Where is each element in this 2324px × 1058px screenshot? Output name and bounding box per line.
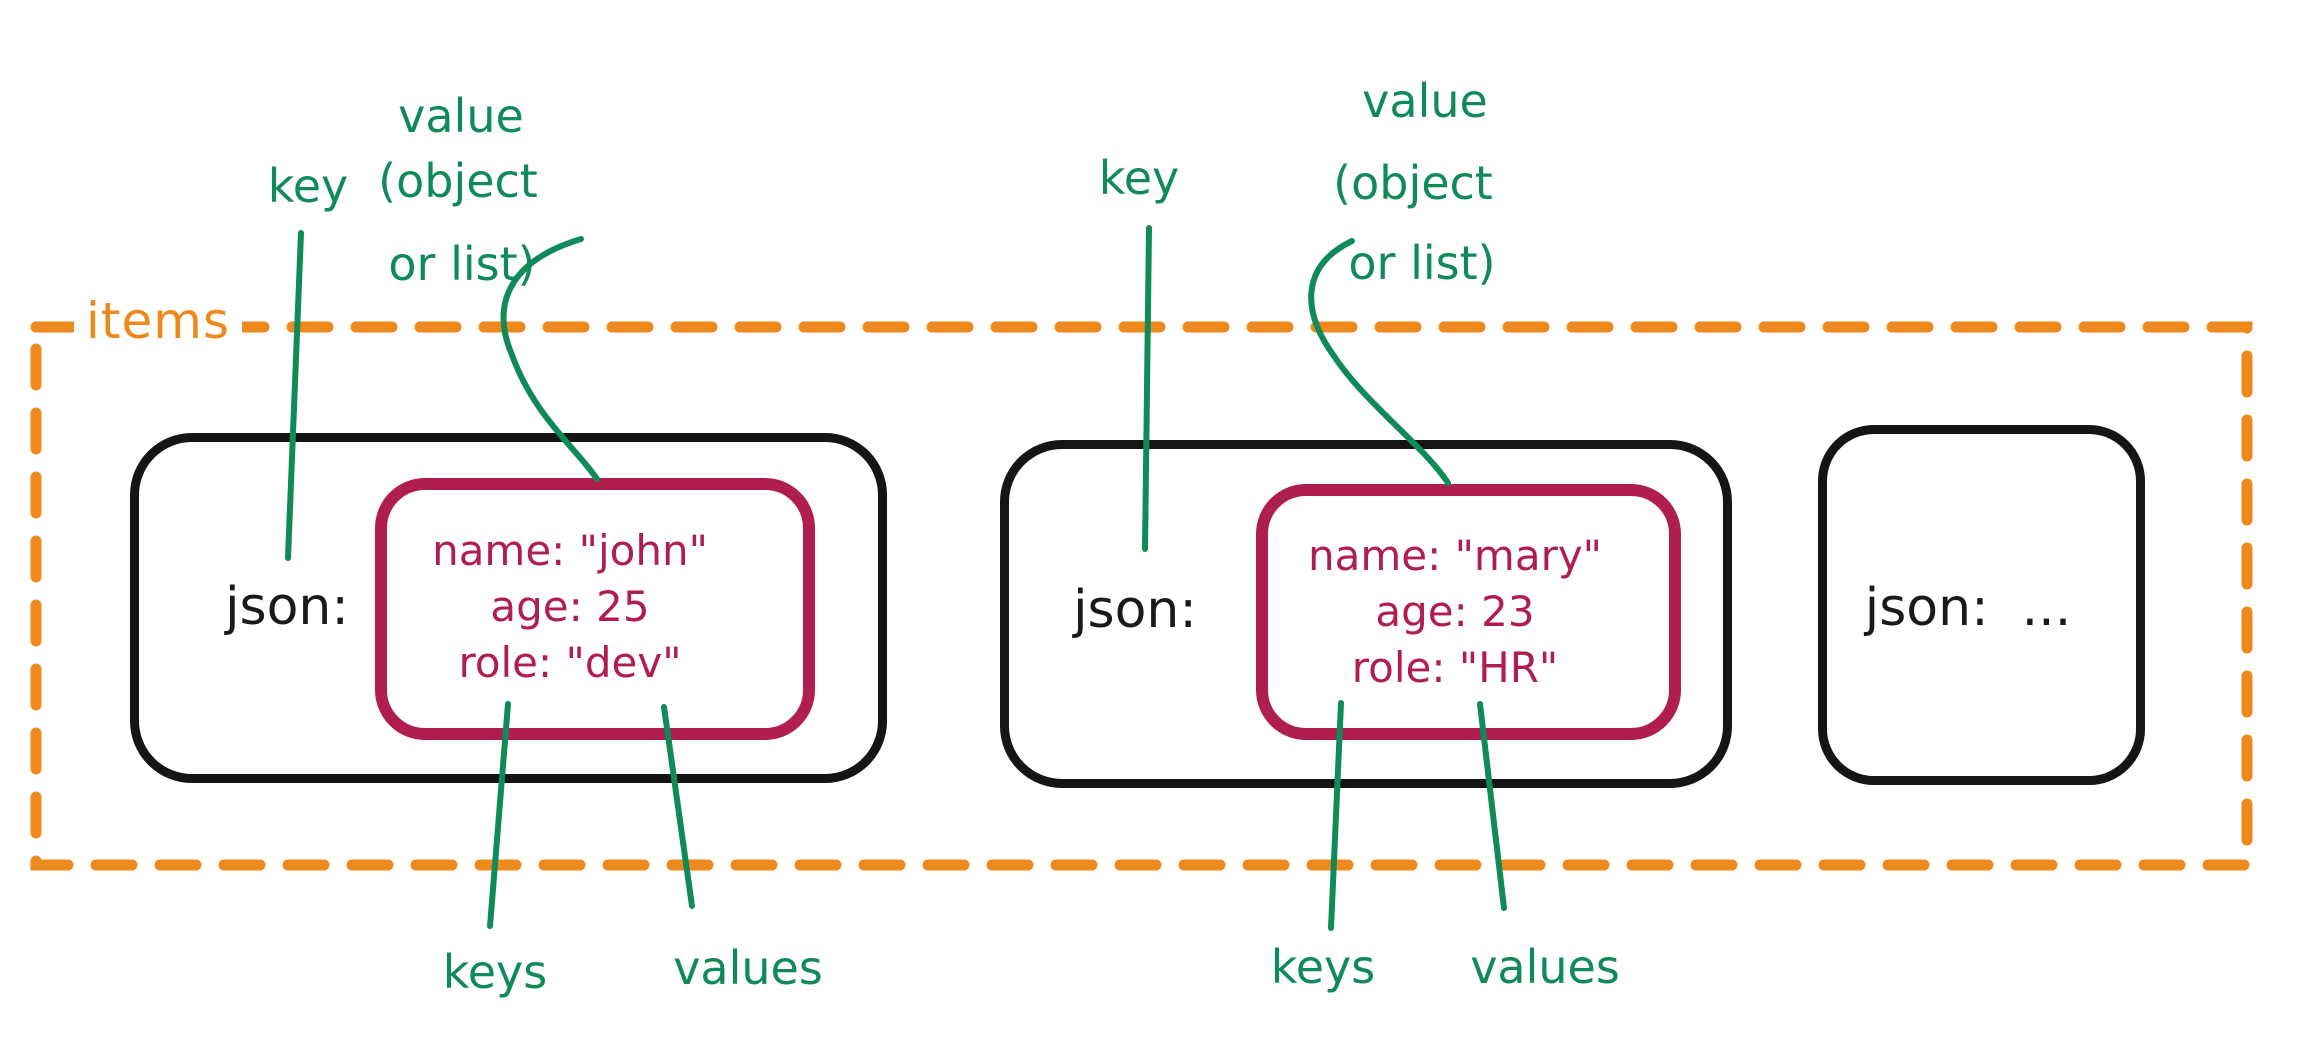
object-1-field-role: role: "dev" (458, 638, 682, 687)
key-annotation-label-1: key (267, 159, 349, 213)
keys-annotation-label-2: keys (1270, 940, 1376, 994)
value-annotation-label-2-line-3: or list) (1348, 236, 1496, 290)
values-annotation-label-2: values (1470, 940, 1620, 994)
object-3-key-label: json: ... (1864, 578, 2072, 638)
values-annotation-label-1: values (673, 941, 823, 995)
object-1-field-name: name: "john" (432, 526, 708, 575)
object-2-key-label: json: (1073, 580, 1197, 640)
items-collection-label: items (74, 294, 243, 348)
object-2-field-role: role: "HR" (1351, 643, 1559, 692)
object-2-field-age: age: 23 (1375, 587, 1535, 636)
value-annotation-label-2-line-1: value (1362, 74, 1488, 128)
key-annotation-label-2: key (1098, 151, 1180, 205)
object-1-key-label: json: (225, 577, 349, 637)
object-2-field-name: name: "mary" (1307, 531, 1603, 580)
keys-annotation-label-1: keys (442, 945, 548, 999)
value-annotation-label-1-line-1: value (398, 89, 524, 143)
object-1-field-age: age: 25 (490, 582, 650, 631)
value-annotation-label-2-line-2: (object (1333, 156, 1493, 210)
value-annotation-label-1-line-2: (object (378, 154, 538, 208)
value-annotation-label-1-line-3: or list) (388, 237, 536, 291)
